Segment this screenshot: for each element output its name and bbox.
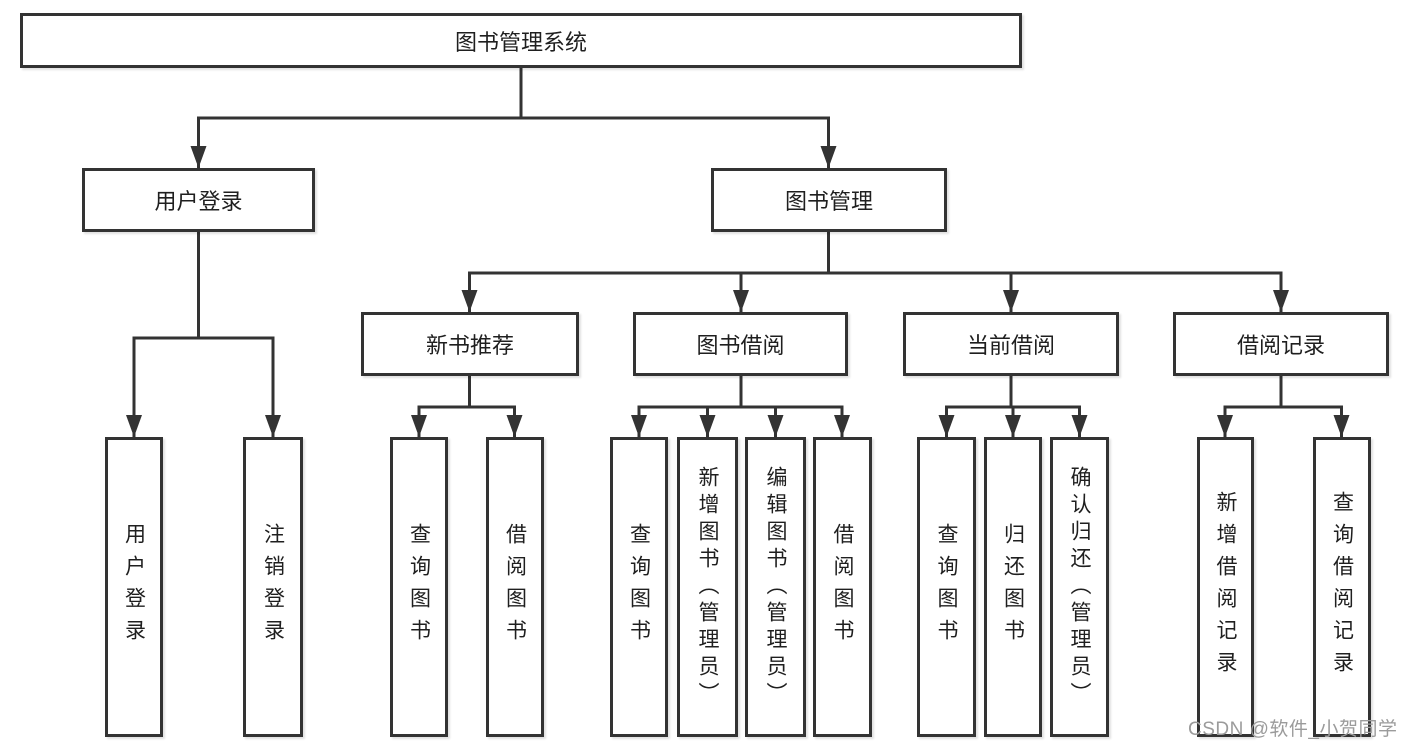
arrow-icon [461, 290, 478, 312]
arrow-icon [631, 415, 647, 437]
arrow-icon [506, 415, 523, 437]
arrow-icon [834, 415, 850, 437]
leaf-label: 归还图书 [1001, 523, 1025, 651]
leaf-label: 查询图书 [627, 523, 651, 651]
section-label: 图书借阅 [696, 333, 785, 358]
arrow-icon [733, 290, 749, 312]
leaf-user-login: 用户登录 [105, 437, 163, 737]
node-borrowing-records: 借阅记录 [1173, 312, 1389, 376]
csdn-watermark: CSDN @软件_小贺同学 [1188, 719, 1398, 740]
leaf-query-borrow-record: 查询借阅记录 [1313, 437, 1371, 737]
leaf-label: 查询图书 [407, 523, 431, 651]
arrow-icon [699, 415, 716, 437]
leaf-borrow-books-recommend: 借阅图书 [486, 437, 544, 737]
node-book-borrowing: 图书借阅 [633, 312, 848, 376]
arrow-icon [1333, 415, 1350, 437]
leaf-add-book-admin: 新增图书（管理员） [677, 437, 738, 737]
leaf-label: 新增图书（管理员） [696, 465, 719, 709]
leaf-label: 查询借阅记录 [1330, 491, 1354, 683]
leaf-query-books-borrowing: 查询图书 [610, 437, 668, 737]
arrow-icon [190, 146, 207, 168]
arrow-icon [938, 415, 955, 437]
node-book-management: 图书管理 [711, 168, 947, 232]
leaf-query-books-current: 查询图书 [917, 437, 976, 737]
leaf-edit-book-admin: 编辑图书（管理员） [745, 437, 806, 737]
leaf-logout: 注销登录 [243, 437, 303, 737]
leaf-label: 借阅图书 [831, 523, 854, 651]
section-label: 新书推荐 [425, 333, 514, 358]
leaf-borrow-books-borrowing: 借阅图书 [813, 437, 872, 737]
section-label: 借阅记录 [1236, 333, 1325, 358]
node-user-login: 用户登录 [82, 168, 315, 232]
connector-lines [132, 68, 1343, 437]
leaf-add-borrow-record: 新增借阅记录 [1197, 437, 1254, 737]
node-current-borrowing: 当前借阅 [903, 312, 1119, 376]
node-new-book-recommendation: 新书推荐 [361, 312, 579, 376]
leaf-label: 注销登录 [261, 523, 285, 651]
arrow-icon [1003, 290, 1019, 312]
leaf-label: 确认归还（管理员） [1068, 465, 1091, 709]
arrow-icon [265, 415, 281, 437]
leaf-label: 新增借阅记录 [1214, 491, 1237, 683]
arrow-icon [1217, 415, 1233, 437]
arrow-icon [767, 415, 784, 437]
leaf-return-books: 归还图书 [984, 437, 1042, 737]
leaf-label: 借阅图书 [503, 523, 527, 651]
leaf-label: 查询图书 [935, 523, 958, 651]
arrowheads [126, 146, 1350, 437]
leaf-confirm-return-admin: 确认归还（管理员） [1050, 437, 1109, 737]
node-user-login-label: 用户登录 [154, 189, 243, 214]
arrow-icon [1071, 415, 1088, 437]
arrow-icon [1005, 415, 1021, 437]
node-root: 图书管理系统 [20, 13, 1022, 68]
leaf-query-books-recommend: 查询图书 [390, 437, 448, 737]
arrow-icon [820, 146, 837, 168]
arrow-icon [126, 415, 142, 437]
leaf-label: 编辑图书（管理员） [764, 465, 787, 709]
arrow-icon [411, 415, 427, 437]
section-label: 当前借阅 [966, 333, 1055, 358]
node-book-management-label: 图书管理 [784, 189, 873, 214]
arrow-icon [1273, 290, 1289, 312]
node-root-label: 图书管理系统 [454, 29, 587, 55]
leaf-label: 用户登录 [122, 523, 146, 651]
